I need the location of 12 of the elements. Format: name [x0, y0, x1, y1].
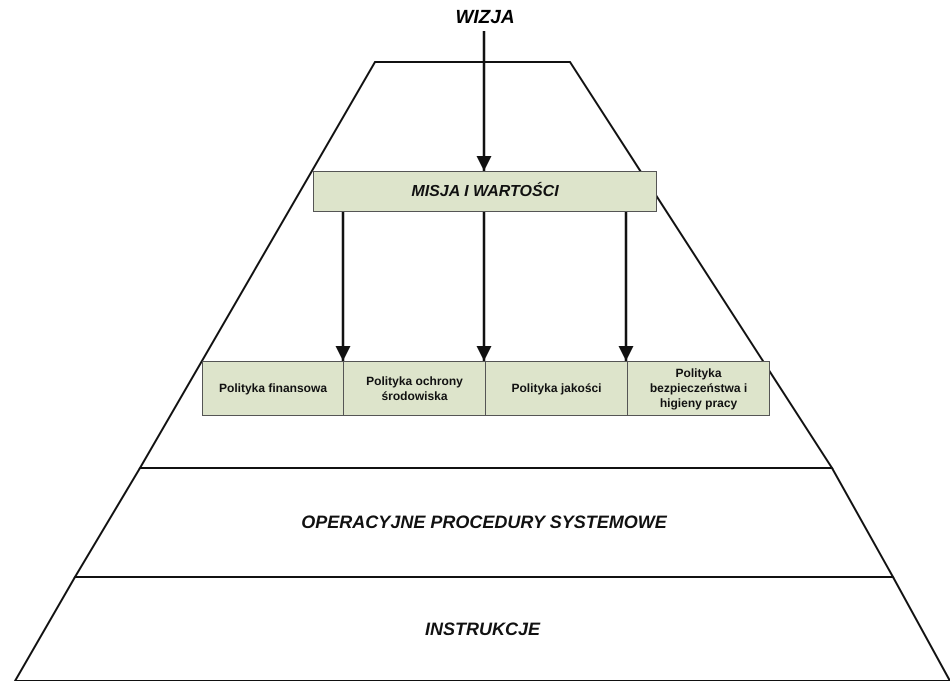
policy-box: Polityka bezpieczeństwa i higieny pracy [627, 361, 770, 416]
mission-box: MISJA I WARTOŚCI [313, 171, 657, 212]
band-label: OPERACYJNE PROCEDURY SYSTEMOWE [301, 512, 667, 533]
arrow [618, 212, 634, 361]
policy-box: Polityka ochrony środowiska [343, 361, 486, 416]
arrow [476, 31, 492, 171]
policy-box: Polityka finansowa [202, 361, 344, 416]
title-text: WIZJA [430, 4, 540, 31]
arrow [336, 212, 350, 361]
band-label: INSTRUKCJE [424, 618, 540, 640]
arrow [476, 212, 492, 361]
policy-box: Polityka jakości [485, 361, 628, 416]
